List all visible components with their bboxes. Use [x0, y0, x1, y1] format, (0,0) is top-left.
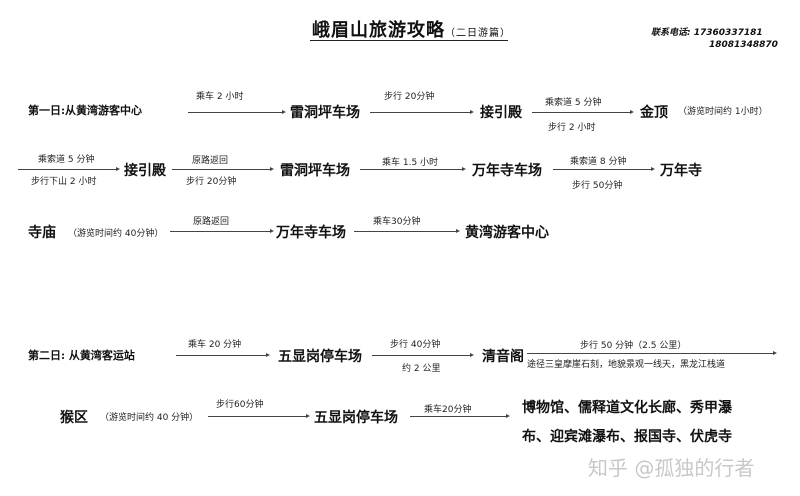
arrow-icon — [553, 167, 655, 171]
stop-temple: 寺庙 — [28, 225, 56, 241]
route-label-bottom: 步行 2 小时 — [548, 123, 596, 133]
title-underline — [310, 40, 508, 41]
arrow-icon — [372, 353, 474, 357]
phone-2: 18081348870 — [709, 40, 778, 50]
arrow-icon — [354, 229, 460, 233]
route-label-bottom: 步行 50分钟 — [572, 181, 623, 191]
route-label: 乘车30分钟 — [373, 217, 421, 227]
stop-wanniansi: 万年寺 — [660, 163, 702, 179]
arrow-icon — [208, 414, 310, 418]
contact-line-1: 联系电话: 17360337181 — [651, 25, 763, 38]
arrow-icon — [176, 353, 270, 357]
route-label-top: 乘索道 5 分钟 — [545, 98, 602, 108]
arrow-icon — [170, 229, 274, 233]
route-label-bottom: 途径三皇摩崖石刻，地貌景观一线天，黑龙江栈道 — [527, 360, 726, 370]
stop-wuxiangang: 五显岗停车场 — [278, 349, 362, 365]
route-label-top: 原路返回 — [192, 156, 229, 166]
visit-note: （游览时间约 1小时） — [678, 107, 768, 117]
stop-wuxiangang: 五显岗停车场 — [314, 410, 398, 426]
route-label: 原路返回 — [193, 217, 230, 227]
visit-note: （游览时间约 40 分钟） — [100, 413, 199, 423]
day1-start: 第一日:从黄湾游客中心 — [28, 104, 143, 117]
arrow-icon — [360, 167, 466, 171]
route-label: 乘车 20 分钟 — [188, 340, 242, 350]
destinations-line-1: 博物馆、儒释道文化长廊、秀甲瀑 — [522, 400, 732, 416]
route-label: 乘车 2 小时 — [196, 92, 244, 102]
route-label-bottom: 约 2 公里 — [402, 364, 441, 374]
title-subtitle: （二日游篇） — [445, 28, 511, 39]
stop-wanniansi-parking: 万年寺车场 — [472, 163, 542, 179]
contact-label: 联系电话: — [651, 28, 691, 38]
route-label-top: 乘索道 8 分钟 — [570, 157, 627, 167]
route-label-top: 乘索道 5 分钟 — [38, 155, 95, 165]
route-label: 乘车20分钟 — [424, 405, 472, 415]
route-label-bottom: 步行下山 2 小时 — [31, 177, 97, 187]
day2-start: 第二日: 从黄湾客运站 — [28, 349, 135, 362]
stop-leidongping: 雷洞坪车场 — [280, 163, 350, 179]
title-text: 峨眉山旅游攻略 — [312, 20, 445, 41]
arrow-icon — [172, 167, 274, 171]
route-label: 步行 20分钟 — [384, 92, 435, 102]
route-label: 乘车 1.5 小时 — [382, 158, 439, 168]
route-label-bottom: 步行 20分钟 — [186, 177, 237, 187]
arrow-icon — [18, 167, 120, 171]
arrow-icon — [370, 110, 474, 114]
page-title: 峨眉山旅游攻略（二日游篇） — [312, 16, 511, 42]
route-label-top: 步行 50 分钟（2.5 公里） — [580, 341, 687, 351]
stop-wanniansi-parking: 万年寺车场 — [276, 225, 346, 241]
stop-monkey-area: 猴区 — [60, 410, 88, 426]
watermark: 知乎 @孤独的行者 — [588, 456, 755, 480]
stop-qingyinge: 清音阁 — [482, 349, 524, 365]
arrow-icon — [410, 414, 510, 418]
stop-jieyindian: 接引殿 — [124, 163, 166, 179]
route-label: 步行60分钟 — [216, 400, 264, 410]
stop-jieyindian: 接引殿 — [480, 105, 522, 121]
phone-1: 17360337181 — [693, 28, 763, 38]
visit-note: （游览时间约 40分钟） — [68, 229, 164, 239]
route-label-top: 步行 40分钟 — [390, 340, 441, 350]
destinations-line-2: 布、迎宾滩瀑布、报国寺、伏虎寺 — [522, 429, 732, 445]
stop-jinding: 金顶 — [640, 105, 668, 121]
arrow-icon — [532, 110, 634, 114]
arrow-icon — [527, 351, 777, 355]
stop-leidongping: 雷洞坪车场 — [290, 105, 360, 121]
stop-huangwan-center: 黄湾游客中心 — [465, 225, 549, 241]
arrow-icon — [188, 110, 286, 114]
